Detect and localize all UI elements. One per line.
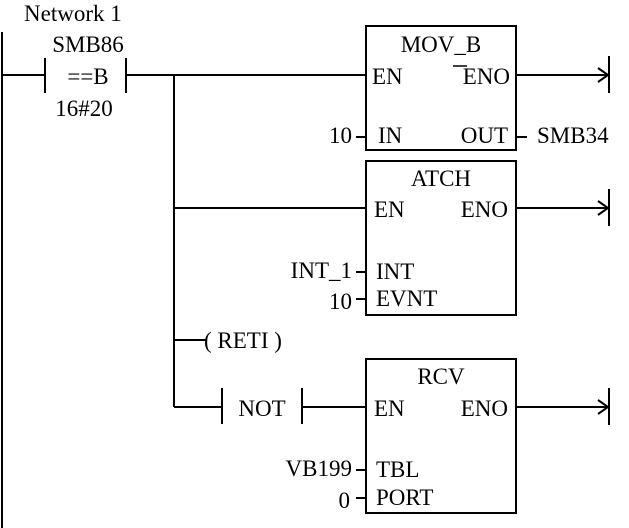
input-value-evnt: 10 bbox=[329, 289, 352, 314]
pin-port: PORT bbox=[376, 485, 433, 510]
pin-in: IN bbox=[378, 123, 403, 148]
not-label: NOT bbox=[238, 396, 285, 421]
not-contact[interactable]: NOT bbox=[174, 388, 366, 424]
pin-en: EN bbox=[374, 197, 405, 222]
input-value-int: INT_1 bbox=[291, 258, 352, 283]
block-title: MOV_B bbox=[401, 32, 482, 57]
eno-arrow-rcv bbox=[516, 388, 610, 425]
block-title: ATCH bbox=[411, 166, 471, 191]
block-rcv[interactable]: RCV EN ENO TBL PORT VB199 0 bbox=[286, 358, 517, 514]
output-value-out: SMB34 bbox=[537, 123, 609, 148]
pin-evnt: EVNT bbox=[376, 286, 437, 311]
pin-en: EN bbox=[374, 396, 405, 421]
pin-en: EN bbox=[372, 64, 403, 89]
input-value-in: 10 bbox=[329, 123, 352, 148]
pin-int: INT bbox=[376, 259, 414, 284]
reti-coil[interactable]: ( RETI ) bbox=[174, 328, 282, 353]
pin-eno: ENO bbox=[461, 197, 508, 222]
block-title: RCV bbox=[417, 364, 465, 389]
eno-arrow-mov-b bbox=[516, 56, 610, 93]
compare-operand-bottom: 16#20 bbox=[55, 96, 113, 121]
compare-contact[interactable]: SMB86 ==B 16#20 bbox=[2, 32, 127, 121]
compare-operand-top: SMB86 bbox=[52, 32, 124, 57]
pin-out: OUT bbox=[461, 123, 508, 148]
pin-tbl: TBL bbox=[376, 457, 419, 482]
compare-operator: ==B bbox=[67, 64, 108, 89]
pin-eno: ENO bbox=[463, 64, 510, 89]
input-value-tbl: VB199 bbox=[286, 456, 352, 481]
reti-label: ( RETI ) bbox=[204, 328, 282, 353]
network-title: Network 1 bbox=[24, 1, 122, 26]
eno-arrow-atch bbox=[516, 189, 610, 226]
block-atch[interactable]: ATCH EN ENO INT EVNT INT_1 10 bbox=[291, 160, 517, 316]
block-mov-b[interactable]: MOV_B EN ENO IN OUT 10 SMB34 bbox=[329, 25, 609, 151]
input-value-port: 0 bbox=[339, 488, 351, 513]
pin-eno: ENO bbox=[461, 396, 508, 421]
